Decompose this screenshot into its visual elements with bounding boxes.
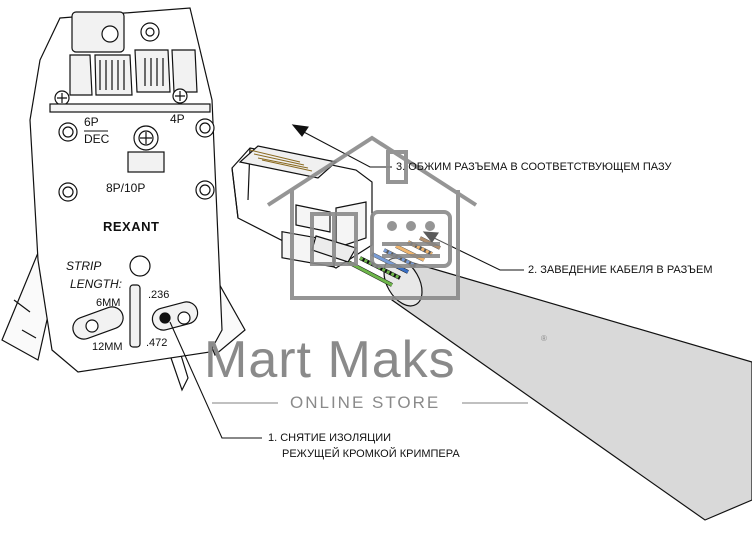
callout-1-line (169, 321, 262, 439)
callout-step-1-line-1: 1. СНЯТИЕ ИЗОЛЯЦИИ (268, 432, 392, 444)
mm12-label: 12MM (92, 341, 123, 353)
crimper-markings: 6P DEC 4P 8P/10P REXANT STRIP LENGTH: 6M… (66, 112, 185, 353)
cable-jacket (391, 261, 752, 521)
rj45-connector (231, 145, 373, 269)
callout-2-line (429, 235, 524, 271)
slot-4p-label: 4P (170, 112, 185, 126)
callout-3-arrowhead (291, 124, 309, 137)
slot-dec-label: DEC (84, 132, 110, 146)
cable-end (383, 257, 423, 307)
callout-2-arrowhead (422, 231, 439, 243)
connector-contacts (249, 149, 313, 172)
callout-lines (169, 124, 524, 439)
callout-step-1-line-2: РЕЖУЩЕЙ КРОМКОЙ КРИМПЕРА (282, 448, 460, 460)
callout-step-2: 2. ЗАВЕДЕНИЕ КАБЕЛЯ В РАЗЪЕМ (528, 264, 713, 276)
watermark-house-icon (266, 135, 478, 300)
crimper-tool (1, 7, 246, 392)
brand-logo: REXANT (103, 219, 159, 234)
inch-236-label: .236 (148, 289, 169, 301)
inch-472-label: .472 (146, 337, 167, 349)
callout-step-3: 3. ОБЖИМ РАЗЪЕМА В СООТВЕТСТВУЮЩЕМ ПАЗУ (396, 161, 672, 173)
watermark-subtitle: ONLINE STORE (290, 393, 441, 412)
callout-3-line (299, 129, 392, 168)
watermark-title: Mart Maks (204, 331, 456, 389)
mm6-label: 6MM (96, 297, 120, 309)
strip-label-2: LENGTH: (70, 277, 122, 291)
slot-6p-label: 6P (84, 115, 99, 129)
slot-8p10p-label: 8P/10P (106, 181, 145, 195)
watermark-registered-mark: ® (541, 334, 547, 343)
strip-label-1: STRIP (66, 259, 101, 273)
